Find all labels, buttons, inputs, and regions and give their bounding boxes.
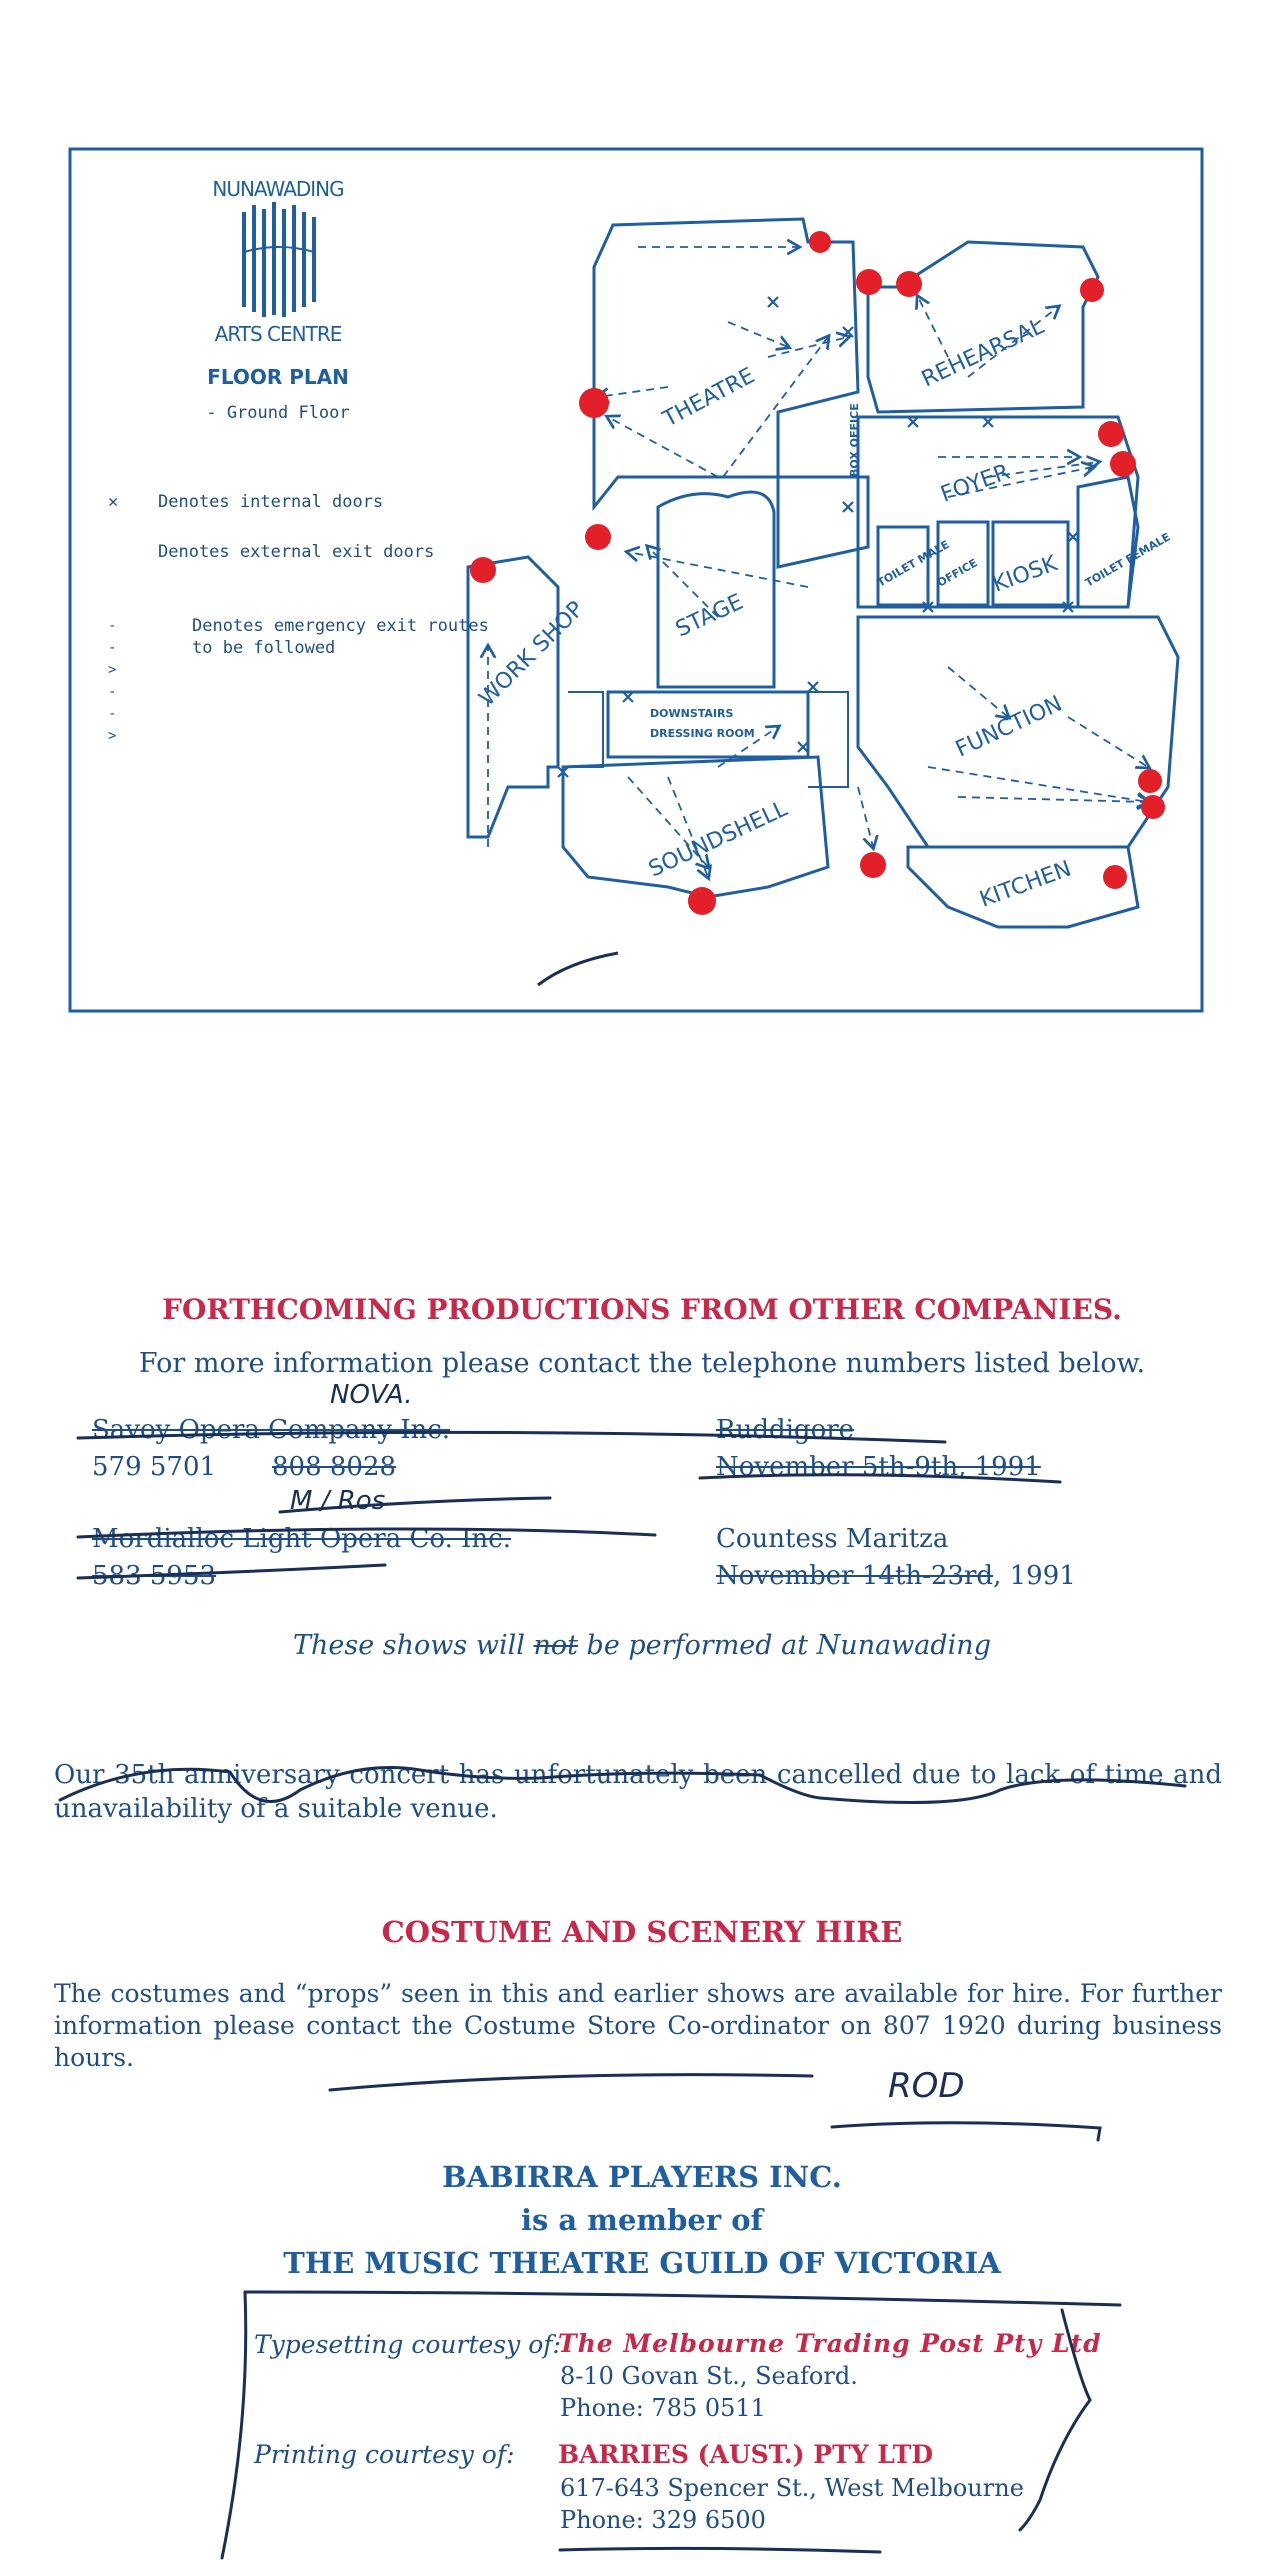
logo-name: NUNAWADING (212, 177, 344, 201)
room-theatre: THEATRE (658, 363, 759, 432)
costume-text: The costumes and “props” seen in this an… (54, 1979, 1222, 2072)
room-function: FUNCTION (952, 691, 1066, 762)
company-2-name: Mordialloc Light Opera Co. Inc. (92, 1524, 511, 1554)
printing-address: 617-643 Spencer St., West Melbourne (560, 2474, 1024, 2502)
company-1-name: Savoy Opera Company Inc. (92, 1415, 451, 1445)
typesetting-label: Typesetting courtesy of: (254, 2330, 561, 2359)
costume-heading: COSTUME AND SCENERY HIRE (381, 1915, 903, 1949)
guild-line-3: THE MUSIC THEATRE GUILD OF VICTORIA (283, 2246, 1001, 2280)
printing-company: BARRIES (AUST.) PTY LTD (558, 2440, 934, 2469)
company-2-dates: November 14th-23rd, 1991 (716, 1561, 1076, 1591)
handwritten-initials: ROD (888, 2066, 965, 2106)
company-1-show: Ruddigore (716, 1415, 855, 1445)
underline-1 (328, 2073, 814, 2092)
underline-2 (830, 2121, 1102, 2142)
exit-doors (470, 231, 1165, 915)
company-1-phone: 579 5701 (92, 1452, 217, 1482)
typesetting-company: The Melbourne Trading Post Pty Ltd (558, 2329, 1102, 2358)
forthcoming-intro: For more information please contact the … (138, 1348, 1146, 1379)
pen-mark (537, 951, 619, 987)
guild-line-2: is a member of (520, 2203, 764, 2237)
building-outline (466, 217, 1180, 929)
bracket-left (220, 2290, 248, 2560)
floor-plan-title: FLOOR PLAN (207, 365, 349, 389)
floor-plan: THEATRE REHEARSAL BOX OFFICE FOYER TOILE… (68, 147, 1204, 1013)
dashed-arrow-icon: - - > - - > (108, 618, 117, 744)
floor-plan-drawing: THEATRE REHEARSAL BOX OFFICE FOYER TOILE… (68, 147, 1204, 1013)
floor-plan-subtitle: - Ground Floor (206, 403, 350, 423)
room-dressing: DOWNSTAIRS (650, 707, 733, 720)
guild-line-1: BABIRRA PLAYERS INC. (442, 2160, 842, 2194)
typesetting-phone: Phone: 785 0511 (560, 2394, 766, 2422)
company-1-dates: November 5th-9th, 1991 (716, 1452, 1041, 1482)
room-rehearsal: REHEARSAL (918, 314, 1049, 393)
performance-note: These shows will not be performed at Nun… (293, 1630, 991, 1661)
x-icon: ✕ (108, 492, 119, 512)
logo-subname: ARTS CENTRE (214, 322, 343, 346)
plan-frame (68, 147, 1204, 1013)
internal-doors (557, 296, 1079, 778)
arts-centre-logo (242, 202, 316, 317)
room-box-office: BOX OFFICE (848, 403, 861, 477)
bracket-top (243, 2290, 1122, 2307)
room-office: OFFICE (935, 556, 980, 589)
room-soundshell: SOUNDSHELL (645, 796, 792, 882)
room-kitchen: KITCHEN (977, 857, 1075, 913)
company-1-phone-2: 808 8028 (272, 1452, 397, 1482)
forthcoming-heading: FORTHCOMING PRODUCTIONS FROM OTHER COMPA… (162, 1293, 1122, 1326)
emergency-routes (488, 247, 1148, 877)
room-toilet-female: TOILET FEMALE (1083, 530, 1172, 589)
underline-3 (558, 2546, 882, 2554)
room-stage: STAGE (672, 590, 747, 643)
printing-label: Printing courtesy of: (254, 2440, 515, 2469)
anniversary-note: Our 35th anniversary concert has unfortu… (54, 1760, 1222, 1824)
typesetting-address: 8-10 Govan St., Seaford. (560, 2362, 858, 2390)
handwritten-note-nova: NOVA. (330, 1380, 413, 1410)
printing-phone: Phone: 329 6500 (560, 2506, 766, 2534)
handwritten-note-ros: M / Ros (290, 1486, 386, 1516)
room-foyer: FOYER (938, 460, 1014, 508)
room-kiosk: KIOSK (990, 551, 1062, 597)
company-2-show: Countess Maritza (716, 1524, 949, 1554)
room-dressing-2: DRESSING ROOM (650, 727, 755, 740)
company-2-phone: 583 5953 (92, 1561, 217, 1591)
